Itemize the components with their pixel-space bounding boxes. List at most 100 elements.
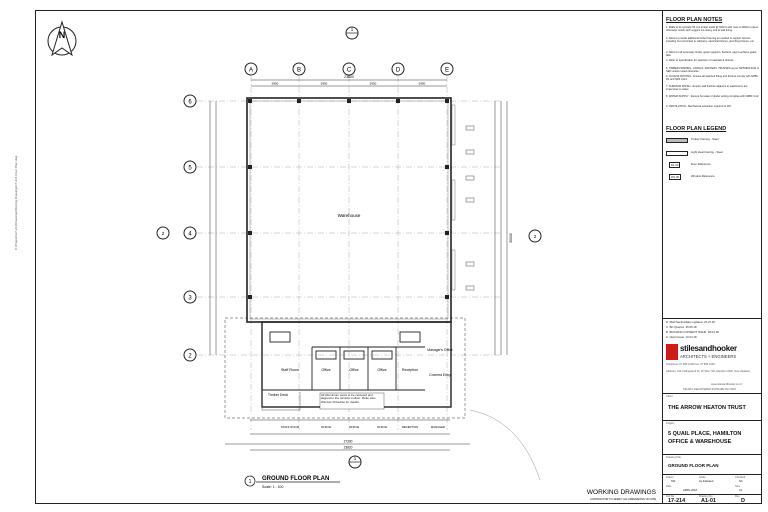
note-6: 6. ACCESS ROUTES - Ensure all selected f… bbox=[666, 75, 759, 82]
firm-address: Address: 314 Collingwood St, PO Box 718,… bbox=[666, 370, 750, 373]
checked-label: Checked bbox=[735, 476, 746, 479]
date-value: APRIL 2018 bbox=[683, 489, 697, 492]
section-marker-2-label: 2 bbox=[162, 231, 165, 236]
note-4: 4. Refer to specification for selection … bbox=[666, 59, 735, 62]
meta-divider bbox=[663, 474, 762, 475]
client-divider bbox=[663, 393, 762, 394]
rev-row-d: D Plan/Section/Elev updated 23.07.18 bbox=[666, 320, 715, 324]
section-marker-1-label: 1 bbox=[351, 27, 354, 32]
job-number: 17-214 bbox=[668, 498, 686, 504]
rev-row-a: A Client Issue 10.04.18 bbox=[666, 335, 697, 339]
grid-col-c: C bbox=[347, 68, 352, 74]
row-grid-bubbles: 6 5 4 3 2 bbox=[183, 94, 197, 362]
note-7: 7. SURFACE FINISH - Ensure wall finishes… bbox=[666, 85, 748, 92]
note-8: 8. WATER SUPPLY - Ensure hot water cylin… bbox=[666, 95, 760, 98]
revision-code: D bbox=[741, 498, 745, 504]
rev-row-b: B BUILDING CONSENT ISSUE 18.04.18 bbox=[666, 330, 719, 334]
room-office-2-label: Office bbox=[349, 368, 358, 372]
bottom-label-manager: MANAGER bbox=[431, 425, 445, 429]
legend-code-window: W1.00 bbox=[669, 174, 682, 180]
plan-title-scale: Scale: 1 : 100 bbox=[262, 485, 283, 489]
drawing-title: GROUND FLOOR PLAN bbox=[668, 463, 719, 468]
project-label: Project bbox=[666, 422, 675, 425]
drawing-sheet-border bbox=[35, 10, 762, 504]
floor-plan-drawing: N 1 1 2 2 A B C D E 6 5 4 bbox=[47, 20, 657, 501]
drawn-value: SW bbox=[671, 480, 676, 483]
firm-contact: Telephone: 07 839 1246 Fax: 07 839 1245 bbox=[666, 363, 715, 366]
drawing-number: A1-01 bbox=[701, 498, 716, 504]
note-5: 5. TIMBER FRAMING, LINTELS, RAFTERS, TRU… bbox=[666, 67, 759, 74]
project-line-2: OFFICE & WAREHOUSE bbox=[668, 439, 732, 445]
section-marker-top: 1 bbox=[345, 26, 359, 40]
legend-swatch-timber bbox=[666, 138, 688, 143]
dim-bay-1: 5950 bbox=[272, 82, 279, 86]
scale-value: As Indicated bbox=[699, 480, 714, 483]
grid-row-5: 5 bbox=[188, 166, 192, 172]
timber-deck-outline bbox=[261, 390, 301, 411]
revisions-divider bbox=[663, 318, 762, 319]
rev-label: Rev bbox=[735, 495, 740, 498]
job-divider bbox=[663, 494, 762, 495]
legend-swatch-steel bbox=[666, 151, 688, 156]
right-tags bbox=[465, 125, 475, 291]
dim-overall-depth: 30000 bbox=[509, 233, 513, 243]
plan-title-block: 1 GROUND FLOOR PLAN Scale: 1 : 100 bbox=[244, 475, 340, 489]
firm-reg: TELARC REGISTERED SUPPLIER ISO 9001 bbox=[683, 388, 737, 391]
room-office-1-label: Office bbox=[321, 368, 330, 372]
bottom-room-labels: STAFF ROOM OFFICE OFFICE OFFICE RECEPTIO… bbox=[281, 425, 445, 429]
size-value: A1 bbox=[739, 489, 743, 492]
north-label: N bbox=[59, 30, 66, 40]
section-marker-left: 2 bbox=[156, 226, 170, 240]
working-drawings-title: WORKING DRAWINGS bbox=[587, 489, 657, 496]
size-label: Size bbox=[735, 485, 741, 488]
date-label: Date bbox=[666, 485, 672, 488]
annotation-text: All Aluminium posts to be centered and a… bbox=[321, 394, 376, 404]
room-staff-room-label: Staff Room bbox=[281, 368, 299, 372]
drawn-label: Drawn bbox=[666, 476, 674, 479]
top-dimensions bbox=[251, 79, 447, 87]
room-timber-deck-label: Timber Deck bbox=[268, 393, 288, 397]
bottom-label-office-3: OFFICE bbox=[377, 425, 387, 429]
room-reception-label: Reception bbox=[402, 368, 418, 372]
checked-value: NC bbox=[739, 480, 743, 483]
note-1: 1. Walls to be typically 90 mm timber st… bbox=[666, 26, 759, 33]
note-2: 2. Allow to provide additional timber fr… bbox=[666, 37, 755, 44]
legend-item-steel: Light steel framing - Steel bbox=[691, 150, 723, 154]
room-warehouse-label: Warehouse bbox=[338, 213, 361, 218]
drawing-title-label: Drawing Title bbox=[666, 456, 681, 459]
working-drawings-sub: CONTRACTOR TO VERIFY ALL DIMENSIONS ON S… bbox=[590, 497, 656, 501]
warehouse-columns bbox=[248, 99, 449, 299]
bottom-dimensions bbox=[225, 419, 470, 451]
column-grid-bubbles: A B C D E bbox=[244, 62, 454, 76]
project-divider bbox=[663, 420, 762, 421]
legend-code-door: D1.00 bbox=[669, 162, 681, 168]
project-line-1: 5 QUAIL PLACE, HAMILTON bbox=[668, 431, 742, 437]
grid-col-e: E bbox=[445, 68, 449, 74]
dim-bottom-second: 23820 bbox=[344, 446, 353, 450]
north-arrow: N bbox=[47, 20, 77, 57]
job-label: Job No bbox=[666, 495, 675, 498]
section-marker-1-bottom-label: 1 bbox=[354, 456, 357, 461]
grid-col-d: D bbox=[396, 68, 401, 74]
room-managers-office-label: Manager's Office bbox=[427, 348, 453, 352]
grid-row-3: 3 bbox=[188, 296, 192, 302]
notes-title: FLOOR PLAN NOTES bbox=[666, 17, 723, 23]
office-partitions bbox=[262, 331, 425, 391]
firm-logo-mark bbox=[666, 344, 678, 360]
dim-bay-2: 5950 bbox=[321, 82, 328, 86]
section-marker-bottom: 1 bbox=[348, 455, 362, 469]
dim-bay-4: 5950 bbox=[419, 82, 426, 86]
note-3: 3. Allow for all necessary timber gutter… bbox=[666, 51, 757, 58]
client-label: Client bbox=[666, 395, 673, 398]
plan-title-text: GROUND FLOOR PLAN bbox=[262, 476, 329, 482]
legend-item-window: Window Reference bbox=[691, 174, 715, 178]
bottom-label-reception: RECEPTION bbox=[402, 425, 418, 429]
bottom-label-office-1: OFFICE bbox=[321, 425, 331, 429]
section-marker-2-right-label: 2 bbox=[534, 234, 537, 239]
drawing-divider bbox=[663, 454, 762, 455]
plan-title-number: 1 bbox=[249, 479, 252, 485]
legend-title: FLOOR PLAN LEGEND bbox=[666, 126, 727, 132]
section-marker-right: 2 bbox=[528, 229, 542, 243]
rev-row-c: C BC Queries 25.05.18 bbox=[666, 325, 697, 329]
grid-lines bbox=[197, 76, 500, 430]
